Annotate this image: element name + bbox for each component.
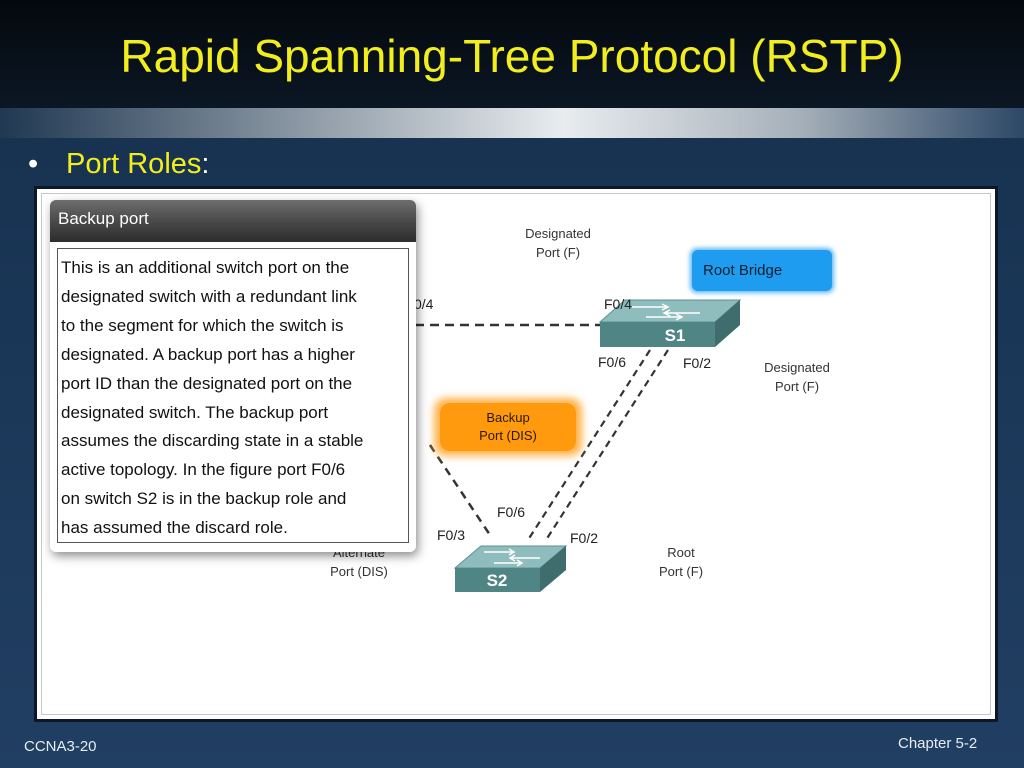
port-label-s1-f06: F0/6 [598,354,626,370]
popup-header: Backup port [50,200,416,242]
role-designated-top-line2: Port (F) [536,245,580,260]
port-label-s2-f03: F0/3 [437,527,465,543]
switch-s2-arrows-icon [484,548,540,567]
link-s1-s2-f06 [527,349,651,541]
link-s1-s2-f02 [545,349,669,541]
popup-line: has assumed the discard role. [61,518,288,538]
title-bar [0,0,1024,108]
port-label-s2-f06: F0/6 [497,504,525,520]
role-designated-top-line1: Designated [525,226,591,241]
popup-line: designated switch with a redundant link [61,286,357,306]
switch-s2-name: S2 [487,571,508,590]
role-root-line1: Root [667,545,695,560]
root-bridge-badge [692,250,832,291]
role-root-line2: Port (F) [659,564,703,579]
switch-s2[interactable]: S2 [453,545,568,592]
bullet-icon: • [28,148,39,180]
backup-port-label-line2: Port (DIS) [479,428,537,443]
title-divider-bar [0,108,1024,138]
backup-port-label-line1: Backup [486,410,529,425]
port-label-s1-f04: F0/4 [604,296,632,312]
switch-s1-side [715,300,740,347]
switch-s1-arrows-icon [632,303,700,321]
backup-port-badge [440,403,576,451]
popup-line: designated switch. The backup port [61,402,329,422]
port-label-s2-f02: F0/2 [570,530,598,546]
figure-inner-border [41,193,991,715]
footer-chapter: Chapter 5-2 [898,735,978,752]
popup-line: port ID than the designated port on the [61,373,353,393]
footer-course-code: CCNA3-20 [24,738,97,755]
root-bridge-label: Root Bridge [703,262,782,279]
switch-s1-front [600,322,715,347]
popup-line: on switch S2 is in the backup role and [61,489,347,509]
bullet-port-roles: • Port Roles: [28,146,209,182]
switch-s1[interactable]: S1 [598,299,742,347]
bullet-text: Port Roles [66,148,202,180]
popup-line: assumes the discarding state in a stable [61,431,364,451]
role-alternate-line2: Port (DIS) [330,564,388,579]
port-label-s1-f02: F0/2 [683,355,711,371]
popup-line: This is an additional switch port on the [61,258,350,277]
link-s2-f03 [428,444,492,536]
switch-s2-side [540,546,566,592]
slide-title: Rapid Spanning-Tree Protocol (RSTP) [120,30,904,82]
port-label-partial-f04: 0/4 [414,296,434,312]
role-designated-right-line1: Designated [764,360,830,375]
bullet-colon: : [201,148,210,180]
backup-port-popup: Backup port This is an additional switch… [50,200,416,552]
role-designated-right-line2: Port (F) [775,379,819,394]
switch-s2-front [455,568,540,592]
popup-line: active topology. In the figure port F0/6 [61,460,346,480]
popup-body: This is an additional switch port on the… [57,248,409,543]
switch-s1-name: S1 [665,326,686,345]
popup-line: designated. A backup port has a higher [61,344,355,364]
popup-line: to the segment for which the switch is [61,315,344,335]
